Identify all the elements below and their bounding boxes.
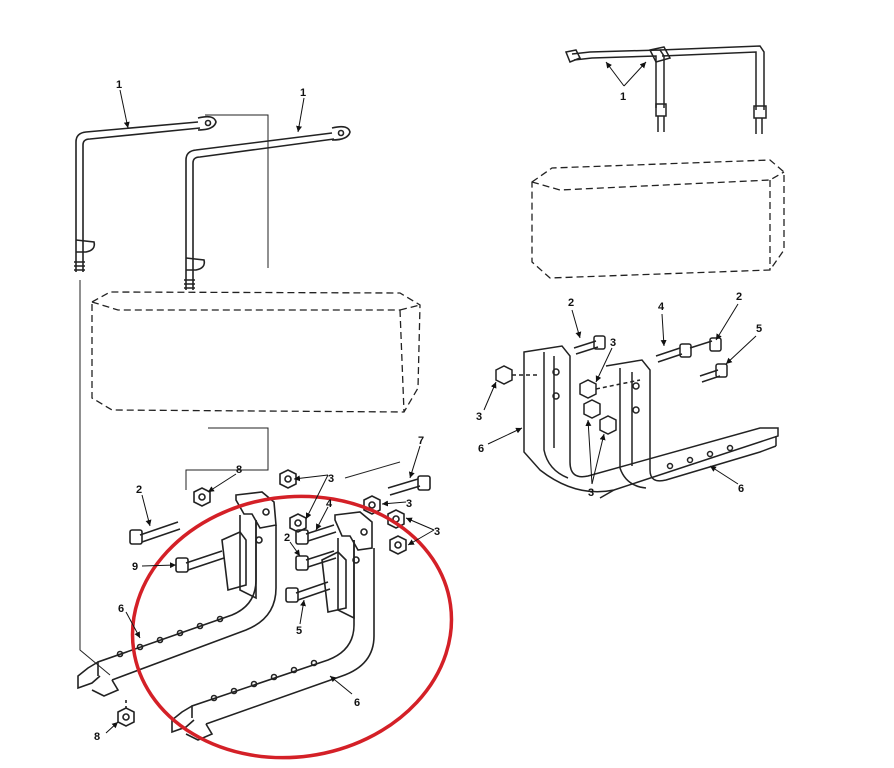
bolt-left-2b — [295, 550, 337, 571]
nut-left-8b — [117, 700, 135, 727]
callout-left-2b: 2 — [284, 532, 290, 544]
retaining-rod-left-2 — [184, 125, 351, 290]
bolt-left-5 — [285, 581, 331, 603]
callout-left-9: 9 — [132, 561, 138, 573]
bolt-left-7 — [387, 475, 431, 496]
callout-left-4: 4 — [326, 498, 333, 510]
seat-cushion-phantom-left — [91, 291, 421, 413]
callout-left-3c: 3 — [434, 526, 440, 538]
callout-right-3c: 3 — [588, 487, 594, 499]
callout-right-3a: 3 — [610, 337, 616, 349]
callout-left-3a: 3 — [328, 473, 334, 485]
right-assembled-view — [495, 45, 785, 499]
callout-left-1b: 1 — [300, 87, 306, 99]
callout-left-8b: 8 — [94, 731, 100, 743]
nut-left-3e — [389, 535, 407, 555]
callout-right-2b: 2 — [736, 291, 742, 303]
support-rail-rear-left — [77, 520, 277, 697]
callout-right-2a: 2 — [568, 297, 574, 309]
callout-left-7: 7 — [418, 435, 424, 447]
callout-left-6b: 6 — [354, 697, 360, 709]
bracket-upright-right — [321, 511, 373, 620]
callout-left-5: 5 — [296, 625, 302, 637]
callout-right-6b: 6 — [738, 483, 744, 495]
callout-right-4: 4 — [658, 301, 665, 313]
highlight-circle — [130, 494, 454, 760]
bolt-left-2a — [129, 521, 181, 545]
callout-left-8a: 8 — [236, 464, 242, 476]
left-exploded-view — [74, 114, 431, 741]
nut-left-3c — [363, 495, 381, 515]
nut-left-3a — [279, 469, 297, 489]
fasteners-right — [495, 335, 728, 435]
callout-left-3b: 3 — [406, 498, 412, 510]
support-rail-front-left — [171, 540, 375, 741]
callout-left-1a: 1 — [116, 79, 122, 91]
bolt-left-9 — [175, 550, 225, 573]
callout-right-3b: 3 — [476, 411, 482, 423]
seat-cushion-phantom-right — [531, 159, 785, 279]
callout-labels: 1 1 2 2 3 3 3 4 5 6 6 7 8 8 9 1 2 2 3 3 … — [94, 79, 762, 743]
bolt-left-4 — [295, 524, 337, 545]
alignment-lines-left — [79, 114, 401, 676]
callout-right-1: 1 — [620, 91, 626, 103]
callout-left-6a: 6 — [118, 603, 124, 615]
retaining-rod-left-1 — [74, 115, 217, 272]
nut-left-3b — [289, 513, 307, 533]
bracket-assembly-right — [523, 345, 779, 499]
callout-left-2a: 2 — [136, 484, 142, 496]
callout-leaders — [105, 61, 757, 734]
callout-right-5: 5 — [756, 323, 762, 335]
callout-right-6a: 6 — [478, 443, 484, 455]
nut-left-8a — [193, 487, 211, 507]
retaining-rods-right — [564, 45, 767, 134]
